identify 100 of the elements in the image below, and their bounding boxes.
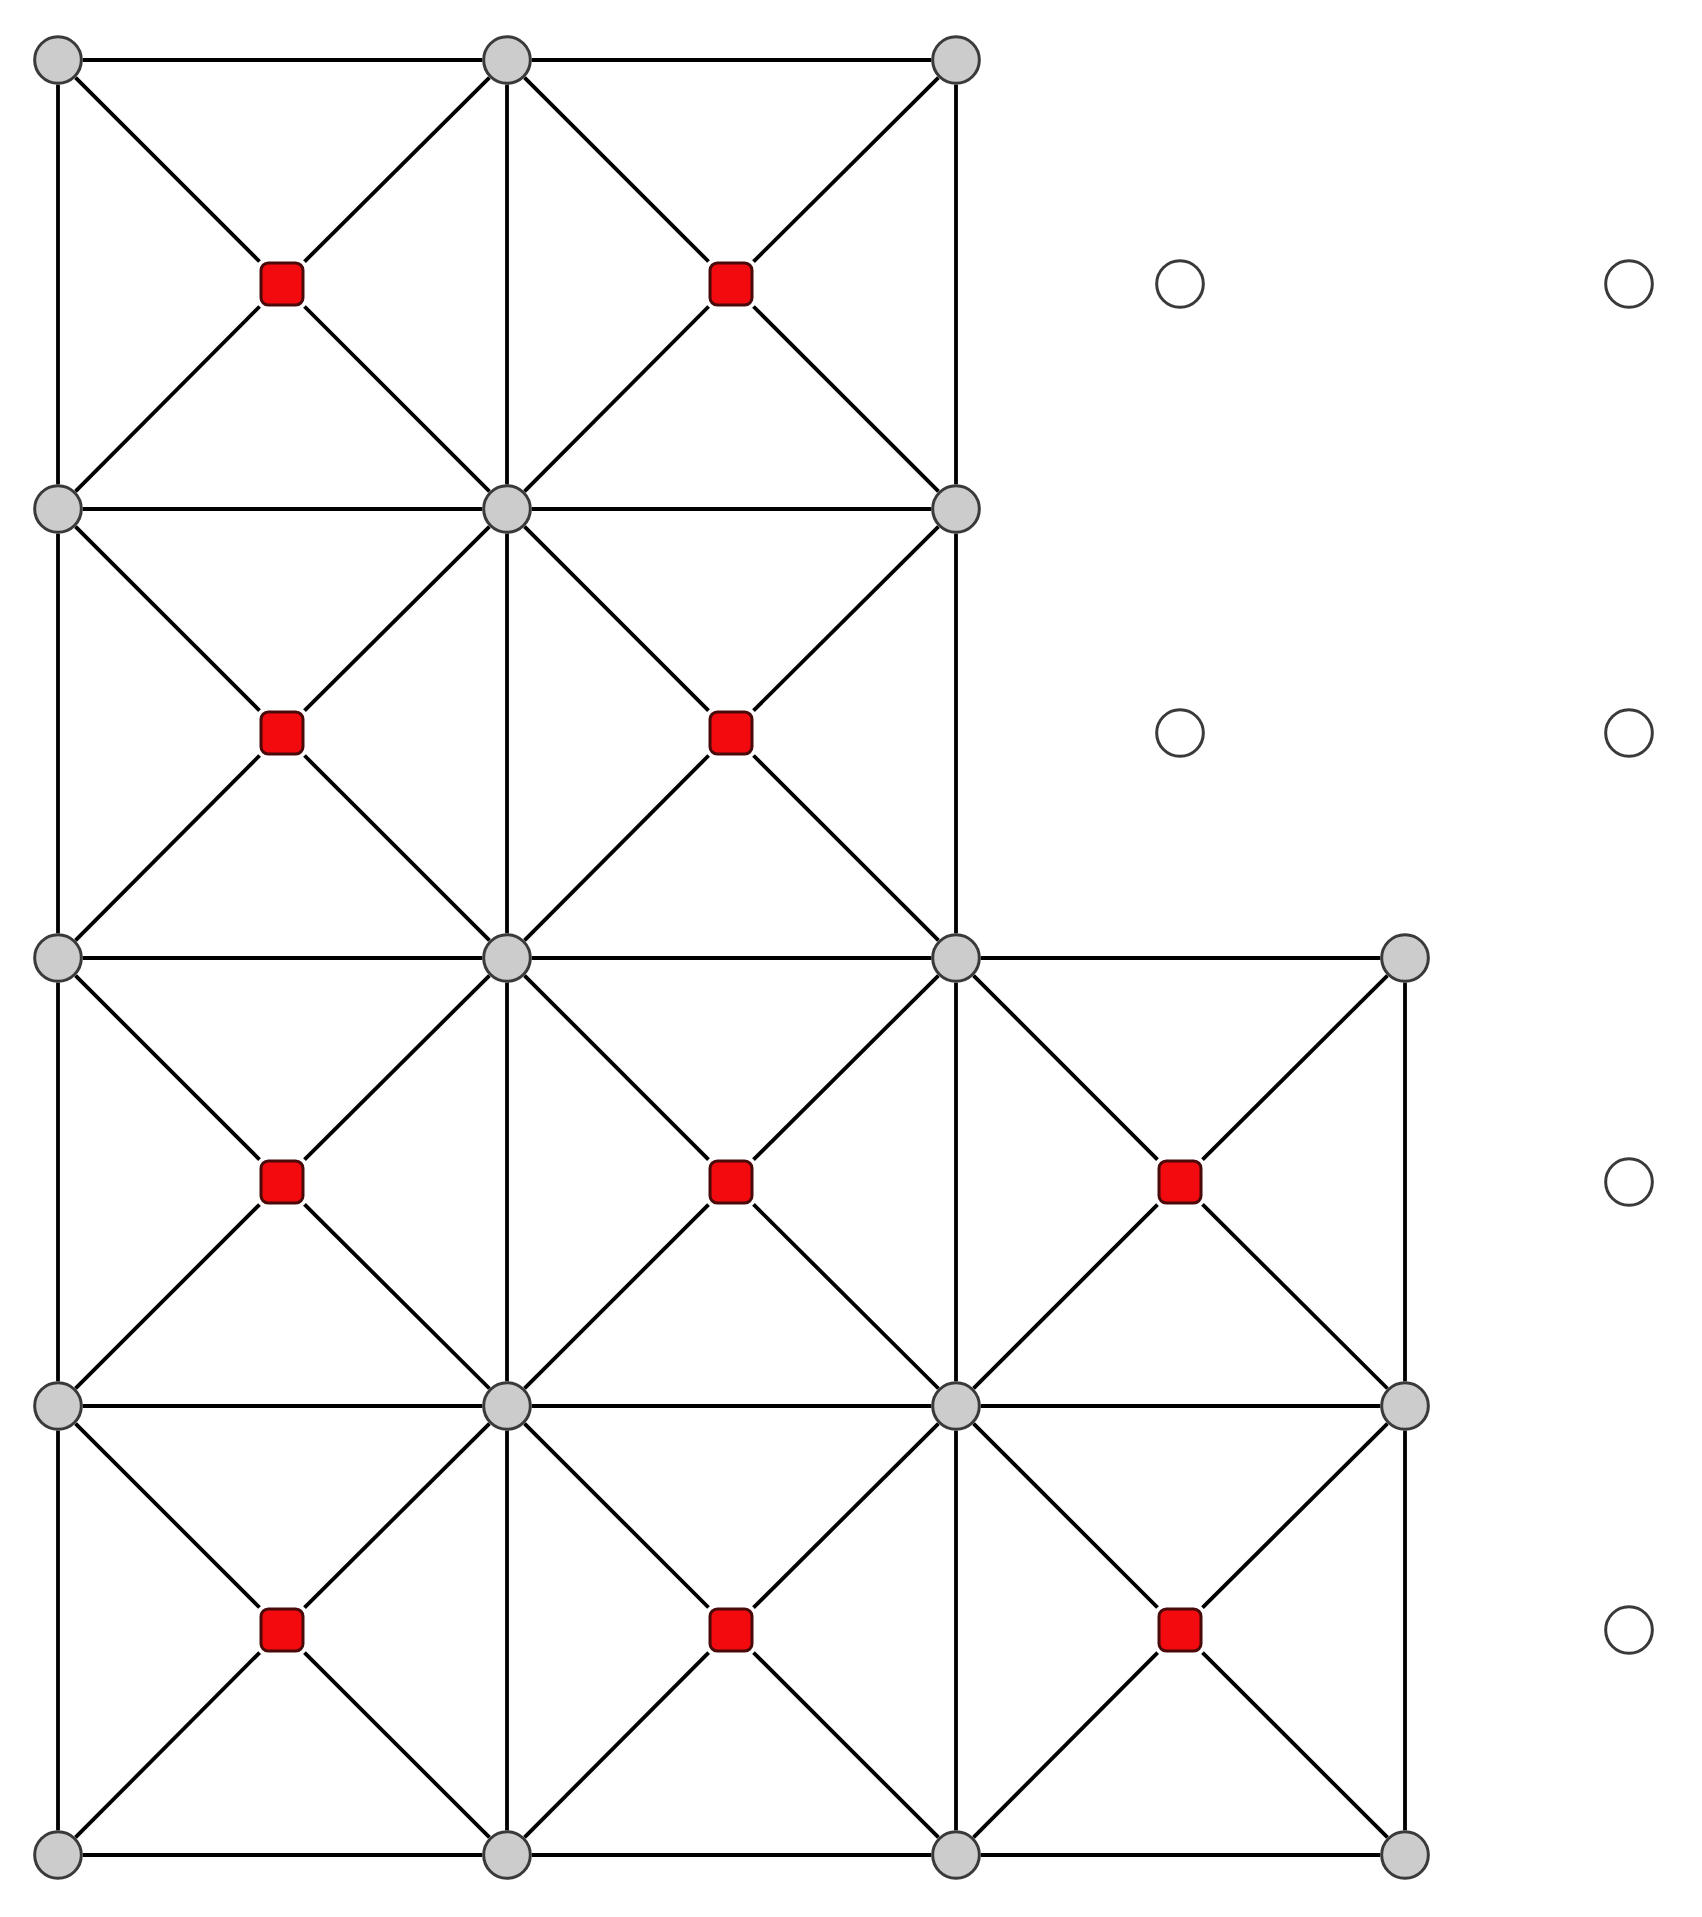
line — [303, 1651, 491, 1839]
line — [980, 956, 1381, 960]
line — [523, 1651, 710, 1839]
line — [82, 956, 483, 960]
line — [505, 533, 509, 934]
line — [82, 1404, 483, 1408]
line — [523, 1422, 710, 1609]
line — [74, 1203, 261, 1390]
line — [523, 754, 710, 942]
node-circle — [931, 1830, 981, 1880]
line — [752, 1422, 940, 1609]
node-circle — [482, 1830, 532, 1880]
node-square — [1157, 1607, 1203, 1653]
line — [56, 1430, 60, 1831]
line — [523, 76, 710, 263]
node-square — [1157, 1159, 1203, 1205]
line — [56, 84, 60, 485]
line — [972, 974, 1159, 1161]
node-circle — [931, 484, 981, 534]
open-circle — [1604, 259, 1654, 309]
node-circle — [33, 933, 83, 983]
node-circle — [482, 35, 532, 85]
open-circle — [1155, 708, 1205, 758]
node-circle — [33, 1830, 83, 1880]
node-circle — [931, 933, 981, 983]
node-square — [259, 710, 305, 756]
line — [523, 974, 710, 1161]
line — [74, 754, 261, 942]
line — [1201, 1422, 1389, 1609]
node-square — [708, 261, 754, 307]
line — [1201, 1203, 1389, 1390]
line — [303, 1203, 491, 1390]
line — [954, 533, 958, 934]
node-square — [259, 1607, 305, 1653]
open-circle — [1604, 1157, 1654, 1207]
line — [74, 1422, 261, 1609]
line — [505, 84, 509, 485]
node-square — [708, 710, 754, 756]
node-circle — [33, 484, 83, 534]
line — [505, 982, 509, 1382]
line — [531, 1404, 932, 1408]
line — [972, 1203, 1159, 1390]
line — [752, 1203, 940, 1390]
line — [82, 58, 483, 62]
node-circle — [1380, 1381, 1430, 1431]
line — [954, 1430, 958, 1831]
line — [1201, 1651, 1389, 1839]
node-square — [708, 1607, 754, 1653]
node-circle — [931, 35, 981, 85]
line — [303, 1422, 491, 1609]
line — [505, 1430, 509, 1831]
line — [74, 305, 261, 493]
line — [752, 754, 940, 942]
line — [752, 1651, 940, 1839]
line — [523, 305, 710, 493]
node-square — [708, 1159, 754, 1205]
line — [1403, 982, 1407, 1382]
line — [74, 974, 261, 1161]
node-circle — [1380, 933, 1430, 983]
line — [531, 1853, 932, 1857]
line — [752, 974, 940, 1161]
line — [1403, 1430, 1407, 1831]
line — [980, 1853, 1381, 1857]
line — [531, 58, 932, 62]
line — [1201, 974, 1389, 1161]
line — [752, 305, 940, 493]
node-circle — [482, 933, 532, 983]
line — [303, 525, 491, 712]
node-circle — [931, 1381, 981, 1431]
line — [82, 1853, 483, 1857]
line — [531, 507, 932, 511]
line — [752, 76, 940, 263]
line — [752, 525, 940, 712]
line — [972, 1422, 1159, 1609]
line — [972, 1651, 1159, 1839]
open-circle — [1604, 708, 1654, 758]
line — [303, 974, 491, 1161]
line — [954, 84, 958, 485]
line — [303, 754, 491, 942]
open-circle — [1155, 259, 1205, 309]
line — [954, 982, 958, 1382]
open-circle — [1604, 1605, 1654, 1655]
line — [303, 305, 491, 493]
node-circle — [33, 1381, 83, 1431]
node-square — [259, 261, 305, 307]
node-square — [259, 1159, 305, 1205]
line — [523, 525, 710, 712]
node-circle — [33, 35, 83, 85]
line — [56, 982, 60, 1382]
line — [531, 956, 932, 960]
line — [56, 533, 60, 934]
line — [303, 76, 491, 263]
line — [74, 1651, 261, 1839]
node-circle — [482, 484, 532, 534]
node-circle — [1380, 1830, 1430, 1880]
line — [74, 525, 261, 712]
line — [523, 1203, 710, 1390]
line — [980, 1404, 1381, 1408]
line — [74, 76, 261, 263]
node-circle — [482, 1381, 532, 1431]
